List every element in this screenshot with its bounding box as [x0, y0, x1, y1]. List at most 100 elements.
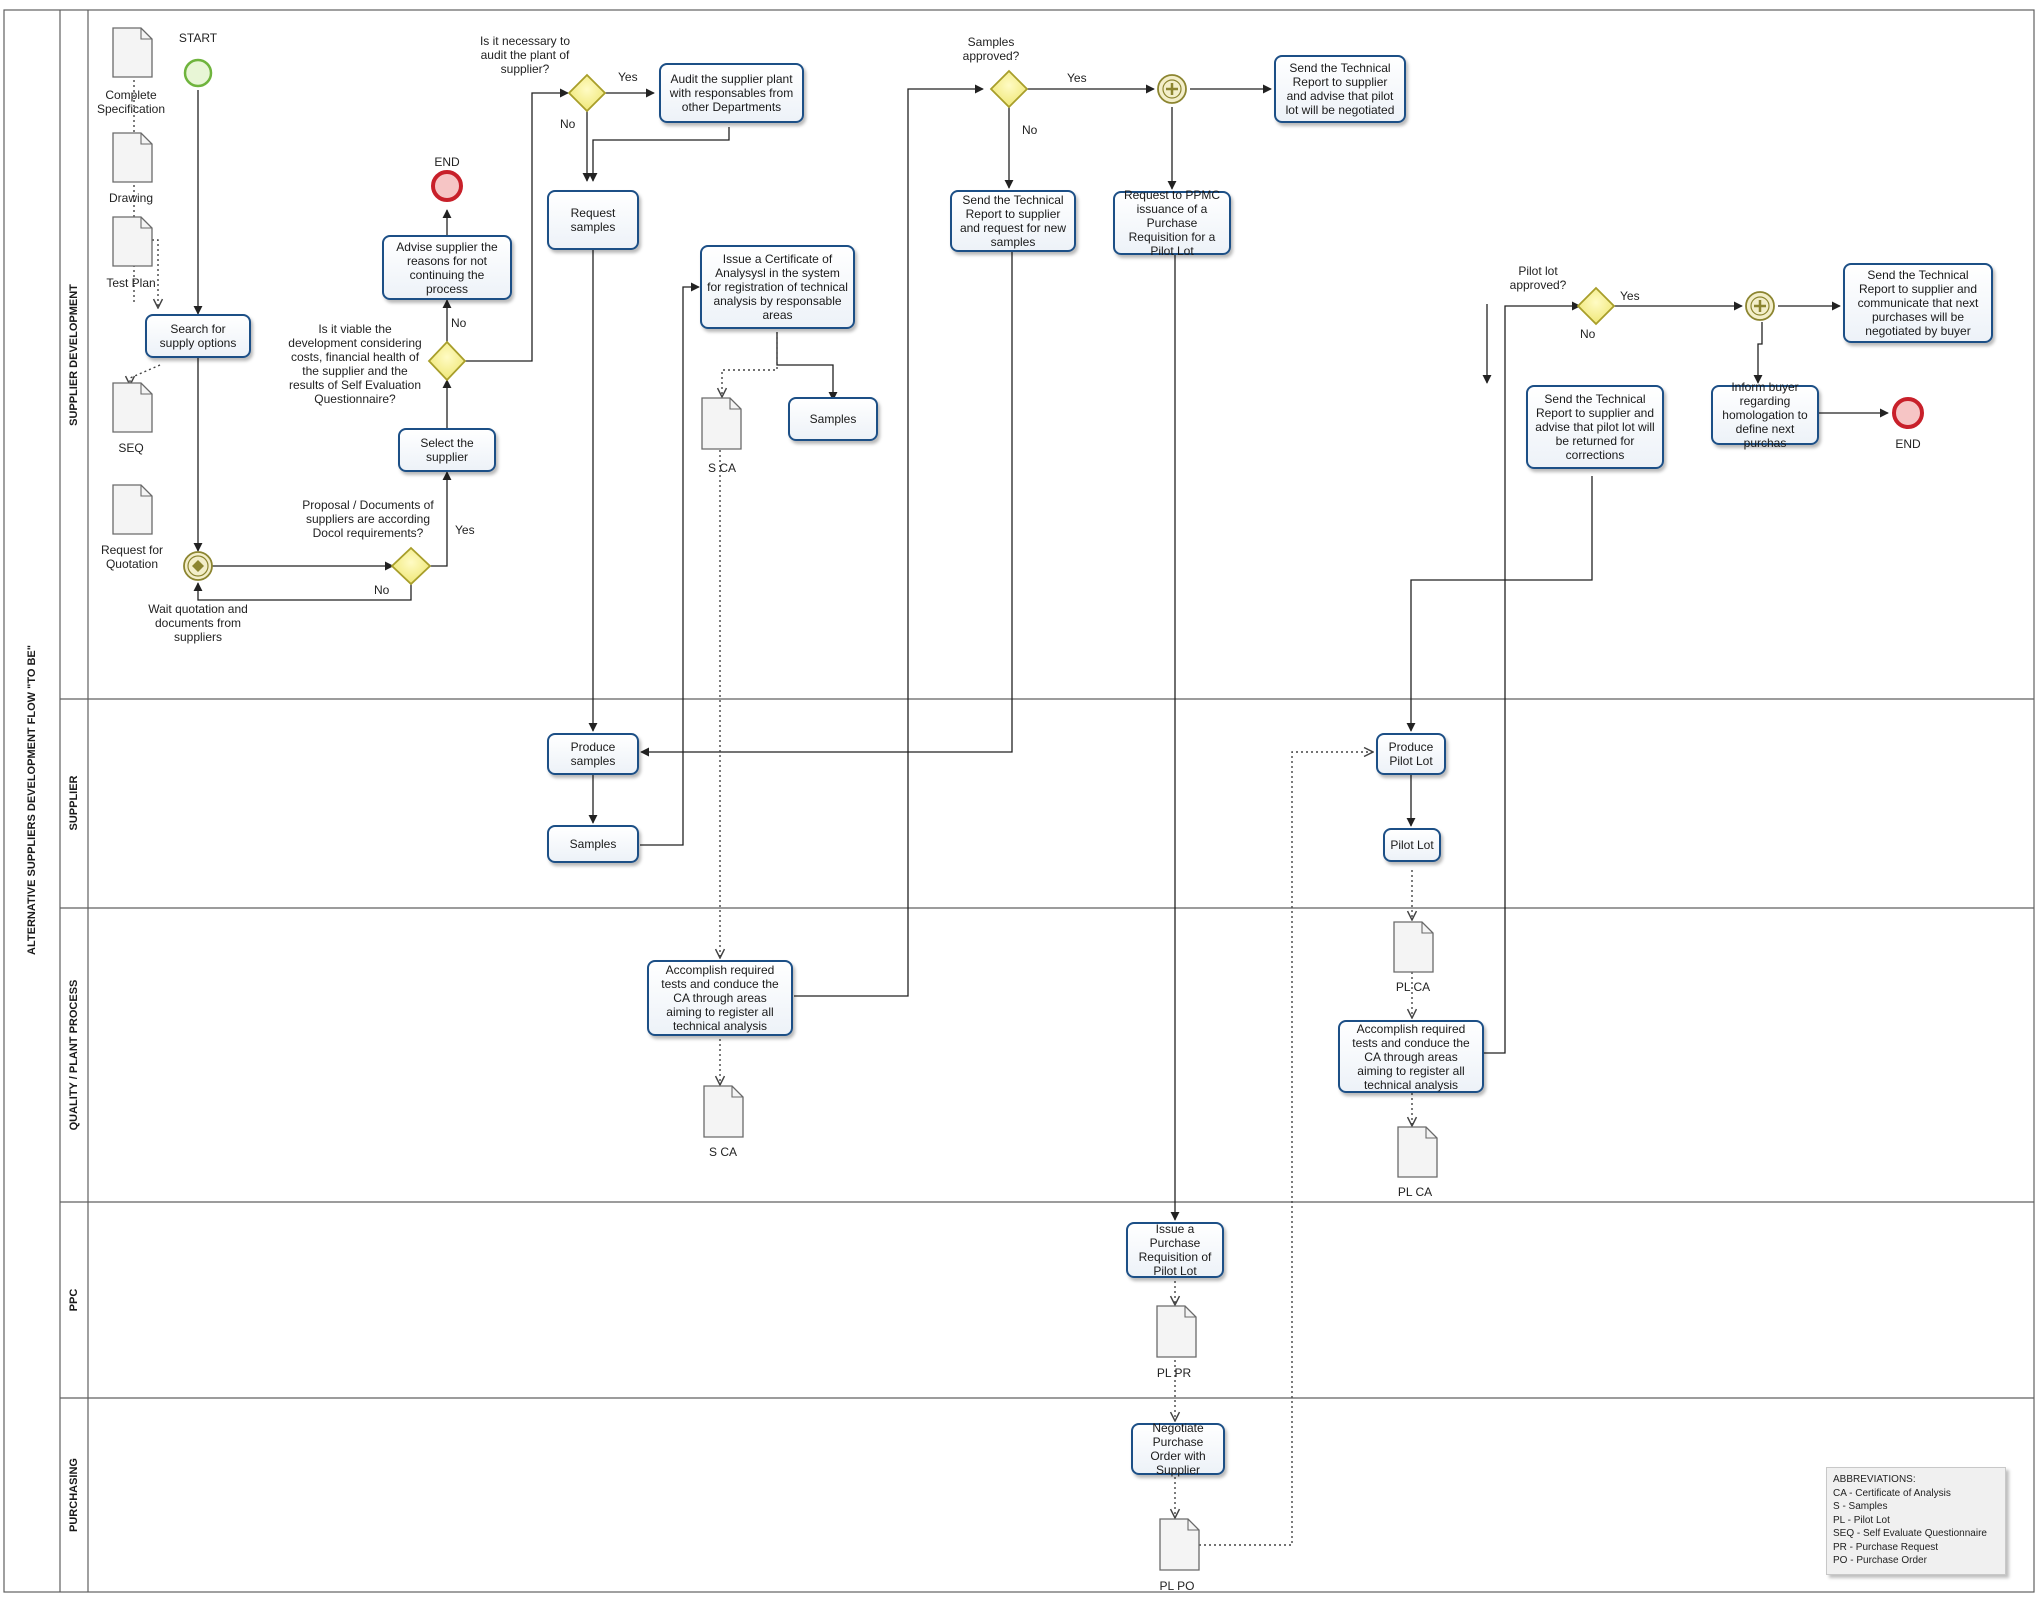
assoc-testplan-to-search [152, 239, 158, 308]
start-event-label: START [178, 31, 218, 45]
flow-label-viable-no: No [451, 316, 467, 330]
flow-audit-plant-to-request [588, 127, 730, 182]
task-accomplish-tests-1[interactable]: Accomplish required tests and conduce th… [647, 960, 793, 1036]
abbreviation-item: PR - Purchase Request [1833, 1541, 1939, 1553]
task-produce-pilot-lot[interactable]: Produce Pilot Lot [1376, 733, 1446, 775]
flow-label-samples-no: No [1022, 123, 1038, 137]
lane-purchasing: PURCHASING [68, 1458, 80, 1532]
assoc-search-to-seq [130, 364, 161, 385]
task-produce-samples[interactable]: Produce samples [547, 733, 639, 775]
task-audit-plant[interactable]: Audit the supplier plant with responsabl… [659, 63, 804, 123]
document-label-plpo: PL PO [1159, 1579, 1195, 1593]
task-issue-certificate[interactable]: Issue a Certificate of Analysysl in the … [700, 245, 855, 329]
lane-quality-plant-process: QUALITY / PLANT PROCESS [68, 979, 80, 1131]
document-icon-plpo [1159, 1518, 1200, 1571]
flow-tests-to-samples-approved [794, 84, 984, 997]
task-request-ppmc[interactable]: Request to PPMC issuance of a Purchase R… [1113, 188, 1231, 258]
flow-label-audit-no: No [560, 117, 576, 131]
task-negotiate-po[interactable]: Negotiate Purchase Order with Supplier [1131, 1421, 1225, 1477]
document-icon-drawing [112, 132, 153, 183]
task-inform-buyer[interactable]: Inform buyer regarding homologation to d… [1711, 380, 1819, 450]
document-label-complete-spec: Complete Specification [96, 88, 166, 116]
document-label-seq: SEQ [118, 441, 144, 455]
end-event-1-label: END [434, 155, 460, 169]
wait-intermediate-event [183, 551, 213, 581]
wait-event-label: Wait quotation and documents from suppli… [148, 602, 248, 644]
gateway-label-pilot: Pilot lot approved? [1509, 264, 1567, 292]
gateway-pilot-approved [1576, 286, 1616, 326]
parallel-gateway-1 [1157, 74, 1187, 104]
task-send-report-next-purchases[interactable]: Send the Technical Report to supplier an… [1843, 263, 1993, 343]
document-icon-sca-2 [703, 1085, 744, 1138]
flow-label-pilot-no: No [1580, 327, 1596, 341]
flow-label-audit-yes: Yes [618, 70, 638, 84]
gateway-label-proposal: Proposal / Documents of suppliers are ac… [302, 498, 434, 540]
document-icon-seq [112, 382, 153, 433]
flow-viable-yes [465, 88, 569, 362]
task-send-report-new-samples[interactable]: Send the Technical Report to supplier an… [950, 190, 1076, 252]
task-pilot-lot[interactable]: Pilot Lot [1383, 828, 1441, 862]
task-request-samples[interactable]: Request samples [547, 190, 639, 250]
document-icon-plca-2 [1397, 1126, 1438, 1178]
end-event-1 [431, 170, 463, 202]
task-send-report-pilot-returned[interactable]: Send the Technical Report to supplier an… [1526, 385, 1664, 469]
flow-parallel2-to-inform [1753, 322, 1763, 384]
end-event-2 [1892, 397, 1924, 429]
pool-title: ALTERNATIVE SUPPLIERS DEVELOPMENT FLOW "… [26, 645, 38, 955]
document-label-plca-2: PL CA [1397, 1185, 1433, 1199]
lane-supplier-development: SUPPLIER DEVELOPMENT [68, 284, 80, 426]
document-label-plca-1: PL CA [1395, 980, 1431, 994]
flow-label-proposal-yes: Yes [455, 523, 475, 537]
pool-frame [3, 9, 2035, 1593]
document-label-sca-1: S CA [707, 461, 736, 475]
document-icon-plca-1 [1393, 921, 1434, 973]
flow-certificate-to-samples-doc [776, 332, 838, 401]
flow-returned-to-produce-pilot [1406, 476, 1593, 732]
gateway-viable [427, 340, 467, 382]
abbreviation-item: CA - Certificate of Analysis [1833, 1487, 1951, 1499]
document-icon-plpr [1156, 1305, 1197, 1358]
document-label-drawing: Drawing [108, 191, 153, 205]
lane-supplier: SUPPLIER [68, 775, 80, 831]
task-samples-supplier[interactable]: Samples [547, 825, 639, 863]
task-send-report-pilot-negotiated[interactable]: Send the Technical Report to supplier an… [1274, 55, 1406, 123]
assoc-certificate-to-sca [722, 332, 778, 397]
document-label-plpr: PL PR [1156, 1366, 1192, 1380]
document-icon-test-plan [112, 216, 153, 267]
start-event [183, 58, 213, 88]
abbreviation-item: PO - Purchase Order [1833, 1555, 1927, 1566]
abbreviations-title: ABBREVIATIONS: [1833, 1474, 1916, 1485]
flow-label-samples-yes: Yes [1067, 71, 1087, 85]
flow-tests2-to-pilot-approved [1482, 301, 1581, 1054]
task-search-supply[interactable]: Search for supply options [145, 314, 251, 358]
gateway-label-audit: Is it necessary to audit the plant of su… [479, 34, 571, 76]
gateway-label-viable: Is it viable the development considering… [288, 322, 422, 406]
abbreviation-item: SEQ - Self Evaluate Questionnaire [1833, 1528, 1987, 1539]
flow-new-samples-to-produce [640, 252, 1013, 757]
flow-proposal-no [193, 582, 412, 601]
flow-label-pilot-yes: Yes [1620, 289, 1640, 303]
task-samples-sd[interactable]: Samples [788, 397, 878, 441]
abbreviation-item: S - Samples [1833, 1501, 1888, 1512]
gateway-label-samples: Samples approved? [962, 35, 1020, 63]
sequence-flows [193, 84, 1889, 1221]
document-icon-sca-1 [701, 397, 742, 450]
task-advise-not-continuing[interactable]: Advise supplier the reasons for not cont… [382, 235, 512, 300]
gateway-samples-approved [989, 69, 1029, 109]
document-label-rfq: Request for Quotation [100, 543, 164, 571]
document-label-sca-2: S CA [708, 1145, 737, 1159]
abbreviations-legend: ABBREVIATIONS: CA - Certificate of Analy… [1826, 1467, 2006, 1575]
lane-ppc: PPC [68, 1288, 80, 1312]
document-label-test-plan: Test Plan [106, 276, 156, 290]
abbreviation-item: PL - Pilot Lot [1833, 1514, 1890, 1526]
document-icon-rfq [112, 484, 153, 535]
flow-proposal-yes [430, 471, 452, 567]
task-issue-purchase-req[interactable]: Issue a Purchase Requisition of Pilot Lo… [1126, 1222, 1224, 1278]
task-accomplish-tests-2[interactable]: Accomplish required tests and conduce th… [1338, 1020, 1484, 1093]
task-select-supplier[interactable]: Select the supplier [398, 428, 496, 472]
end-event-2-label: END [1895, 437, 1921, 451]
gateway-audit [567, 73, 607, 113]
parallel-gateway-2 [1745, 291, 1775, 321]
